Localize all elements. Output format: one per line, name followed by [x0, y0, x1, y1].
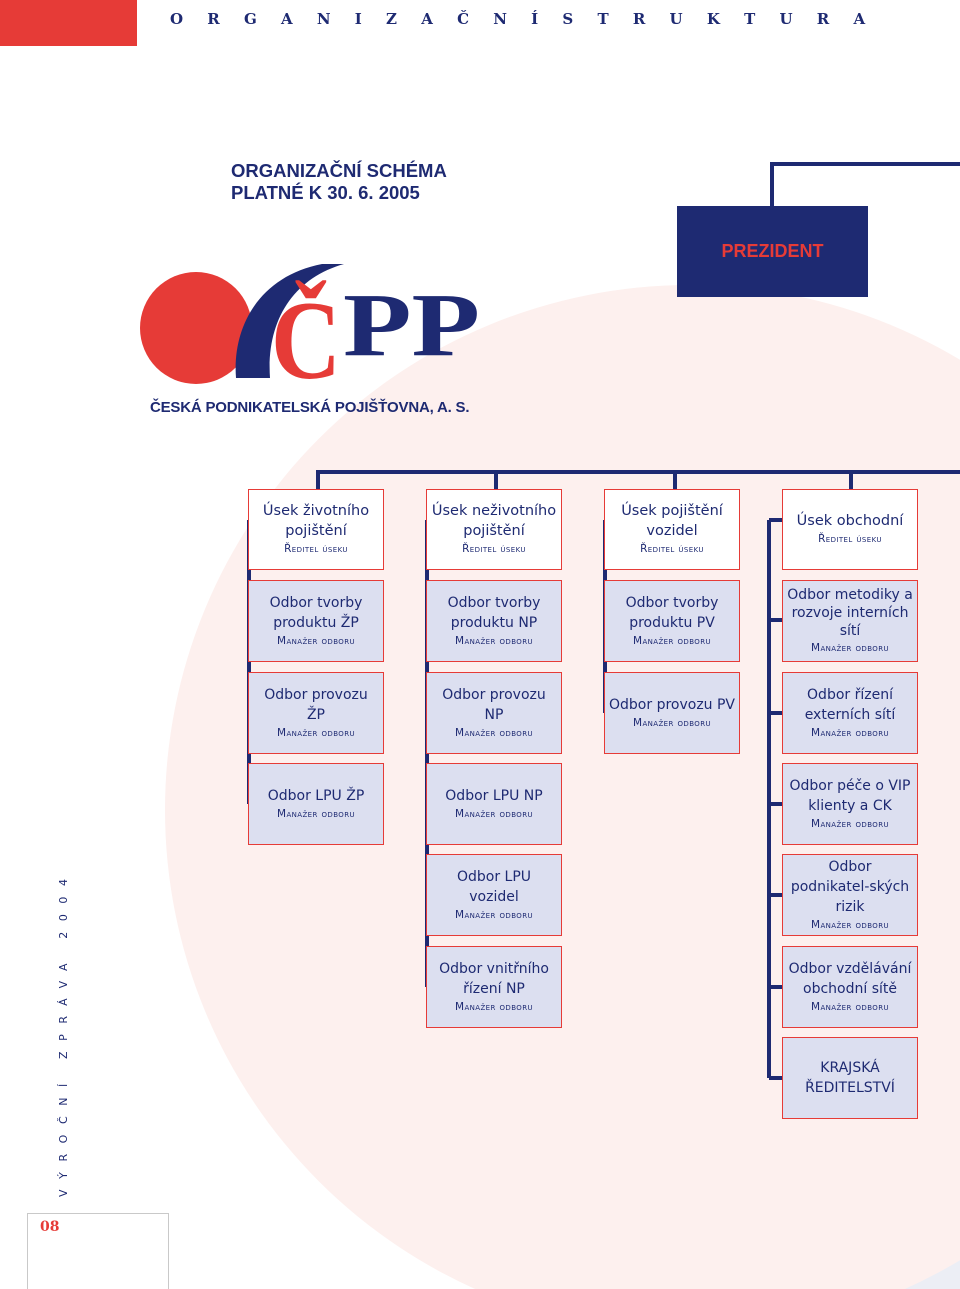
header-accent-bar — [0, 0, 137, 46]
dept-name: Odbor vzdělávání obchodní sítě — [788, 960, 912, 997]
dept-role: Manažer odboru — [811, 1000, 889, 1013]
division-name: Úsek životního pojištění — [262, 503, 370, 539]
president-connector — [770, 162, 960, 206]
dept-role: Manažer odboru — [811, 641, 889, 654]
dept-name: Odbor provozu ŽP — [264, 686, 368, 723]
logo-letters-pp: PP — [343, 276, 480, 375]
company-name: ČESKÁ PODNIKATELSKÁ POJIŠŤOVNA, A. S. — [150, 399, 470, 416]
dept-name: Odbor řízení externích sítí — [804, 686, 896, 723]
schema-title-line2: PLATNÉ K 30. 6. 2005 — [231, 182, 420, 203]
dept-role: Manažer odboru — [811, 918, 889, 931]
dept-role: Manažer odboru — [455, 1000, 533, 1013]
division-name: Úsek neživotního pojištění — [431, 503, 557, 539]
dept-name: Odbor LPU NP — [445, 787, 543, 804]
dept-name: Odbor podnikatel-ských rizik — [790, 858, 910, 915]
dept-role: Manažer odboru — [633, 716, 711, 729]
schema-title-line1: ORGANIZAČNÍ SCHÉMA — [231, 160, 447, 181]
page-number-frame — [27, 1213, 169, 1289]
dept-nonlife-product: Odbor tvorby produktu NP Manažer odboru — [426, 580, 562, 662]
regional-directorates: KRAJSKÁ ŘEDITELSTVÍ — [782, 1037, 918, 1119]
dept-role: Manažer odboru — [633, 634, 711, 647]
dept-name: Odbor tvorby produktu NP — [447, 594, 541, 631]
dept-nonlife-internal-management: Odbor vnitřního řízení NP Manažer odboru — [426, 946, 562, 1028]
dept-internal-network-methodology: Odbor metodiky a rozvoje interních sítí … — [782, 580, 918, 662]
dept-name: KRAJSKÁ ŘEDITELSTVÍ — [805, 1060, 895, 1096]
dept-life-product: Odbor tvorby produktu ŽP Manažer odboru — [248, 580, 384, 662]
dept-role: Manažer odboru — [277, 726, 355, 739]
dept-role: Manažer odboru — [811, 817, 889, 830]
dept-name: Odbor LPU vozidel — [456, 868, 532, 905]
division-nonlife-insurance: Úsek neživotního pojištění Ředitel úseku — [426, 489, 562, 570]
dept-vip-client-care: Odbor péče o VIP klienty a CK Manažer od… — [782, 763, 918, 845]
dept-vehicle-claims: Odbor LPU vozidel Manažer odboru — [426, 854, 562, 936]
dept-external-network-management: Odbor řízení externích sítí Manažer odbo… — [782, 672, 918, 754]
dept-name: Odbor provozu PV — [609, 696, 736, 713]
logo-letter-c: Č — [271, 279, 341, 392]
dept-role: Manažer odboru — [277, 634, 355, 647]
logo-red-circle — [140, 272, 252, 384]
page-number: 08 — [40, 1219, 60, 1235]
dept-role: Manažer odboru — [455, 726, 533, 739]
division-sales: Úsek obchodní Ředitel úseku — [782, 489, 918, 570]
schema-title: ORGANIZAČNÍ SCHÉMA PLATNÉ K 30. 6. 2005 — [231, 160, 447, 204]
company-logo: Č PP — [140, 264, 480, 392]
dept-name: Odbor metodiky a rozvoje interních sítí — [787, 586, 913, 639]
column-4-spine — [767, 518, 782, 1080]
dept-role: Manažer odboru — [455, 908, 533, 921]
division-role: Ředitel úseku — [462, 543, 526, 555]
dept-name: Odbor péče o VIP klienty a CK — [789, 777, 911, 814]
dept-nonlife-claims: Odbor LPU NP Manažer odboru — [426, 763, 562, 845]
dept-name: Odbor tvorby produktu ŽP — [269, 594, 363, 631]
dept-role: Manažer odboru — [455, 634, 533, 647]
division-name: Úsek obchodní — [796, 513, 904, 529]
dept-role: Manažer odboru — [811, 726, 889, 739]
annual-report-label: VÝROČNÍ ZPRÁVA 2004 — [57, 868, 70, 1197]
division-role: Ředitel úseku — [818, 533, 882, 545]
president-box: PREZIDENT — [677, 206, 868, 297]
dept-sales-network-education: Odbor vzdělávání obchodní sítě Manažer o… — [782, 946, 918, 1028]
dept-vehicle-product: Odbor tvorby produktu PV Manažer odboru — [604, 580, 740, 662]
dept-business-risks: Odbor podnikatel-ských rizik Manažer odb… — [782, 854, 918, 936]
dept-name: Odbor LPU ŽP — [267, 787, 365, 804]
dept-role: Manažer odboru — [455, 807, 533, 820]
dept-name: Odbor tvorby produktu PV — [625, 594, 719, 631]
dept-role: Manažer odboru — [277, 807, 355, 820]
dept-nonlife-operations: Odbor provozu NP Manažer odboru — [426, 672, 562, 754]
dept-life-operations: Odbor provozu ŽP Manažer odboru — [248, 672, 384, 754]
dept-life-claims: Odbor LPU ŽP Manažer odboru — [248, 763, 384, 845]
dept-name: Odbor provozu NP — [442, 686, 546, 723]
dept-vehicle-operations: Odbor provozu PV Manažer odboru — [604, 672, 740, 754]
section-title: O R G A N I Z A Č N Í S T R U K T U R A — [170, 10, 875, 28]
division-life-insurance: Úsek životního pojištění Ředitel úseku — [248, 489, 384, 570]
division-role: Ředitel úseku — [640, 543, 704, 555]
logo-blue-swoosh — [235, 264, 344, 378]
dept-name: Odbor vnitřního řízení NP — [439, 960, 549, 997]
division-role: Ředitel úseku — [284, 543, 348, 555]
division-vehicle-insurance: Úsek pojištění vozidel Ředitel úseku — [604, 489, 740, 570]
divisions-bus — [316, 470, 960, 491]
division-name: Úsek pojištění vozidel — [621, 503, 723, 539]
